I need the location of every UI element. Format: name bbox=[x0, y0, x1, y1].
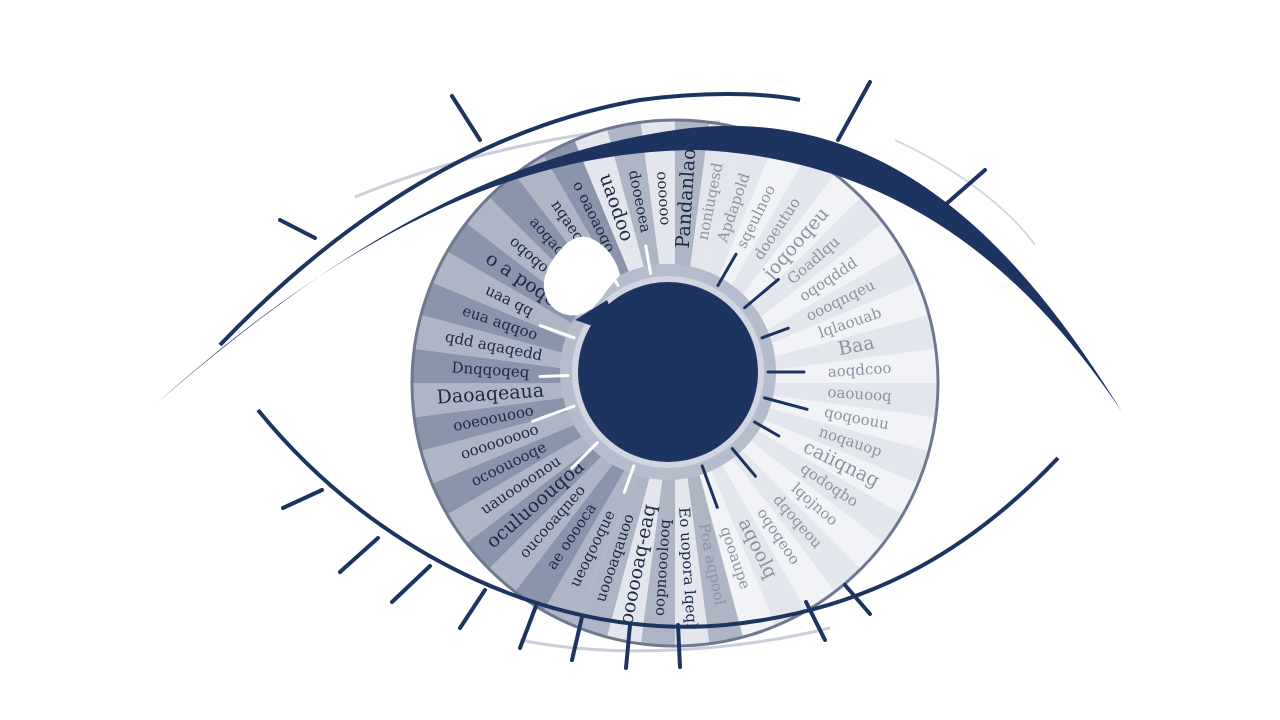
iris-spike bbox=[763, 396, 809, 411]
iris-outline bbox=[410, 118, 940, 648]
iris-spike bbox=[760, 326, 790, 340]
lash bbox=[943, 168, 987, 207]
lash bbox=[843, 583, 872, 616]
lash bbox=[390, 564, 432, 604]
upper-right-swoosh-line bbox=[894, 139, 1036, 246]
highlight-tail bbox=[575, 300, 622, 336]
iris-text-label: aoqdcoo bbox=[827, 359, 892, 381]
lash bbox=[676, 623, 682, 669]
upper-lashes bbox=[278, 80, 987, 240]
lash bbox=[450, 94, 482, 142]
upper-eyelid-fold bbox=[218, 92, 801, 347]
lash bbox=[338, 536, 380, 574]
lash bbox=[570, 615, 584, 662]
iris-spike bbox=[743, 277, 780, 310]
pupil-circle bbox=[578, 282, 758, 462]
lash bbox=[836, 80, 872, 142]
iris-spike bbox=[622, 464, 636, 494]
iris-spike bbox=[644, 244, 653, 276]
lash bbox=[804, 600, 827, 642]
iris-spike bbox=[531, 404, 576, 423]
iris-text-label: oooooo bbox=[653, 171, 675, 226]
lash bbox=[518, 604, 538, 650]
lash bbox=[278, 218, 317, 240]
iris-spike bbox=[538, 373, 570, 378]
iris-spike bbox=[538, 323, 576, 340]
iris-text-label: oaouooq bbox=[827, 383, 893, 405]
iris-spike bbox=[753, 420, 781, 438]
eye-highlight-reflection bbox=[543, 236, 620, 316]
lash bbox=[624, 623, 632, 670]
lower-eyelid bbox=[256, 408, 1060, 629]
lash bbox=[281, 488, 324, 510]
iris-spike bbox=[570, 441, 599, 470]
iris-text-label: Dnqqoqeq bbox=[451, 358, 530, 381]
lash bbox=[458, 588, 487, 630]
iris-spike bbox=[730, 447, 757, 478]
iris-spike bbox=[700, 464, 719, 509]
iris-spike bbox=[716, 252, 738, 287]
lower-lashes bbox=[281, 488, 872, 670]
